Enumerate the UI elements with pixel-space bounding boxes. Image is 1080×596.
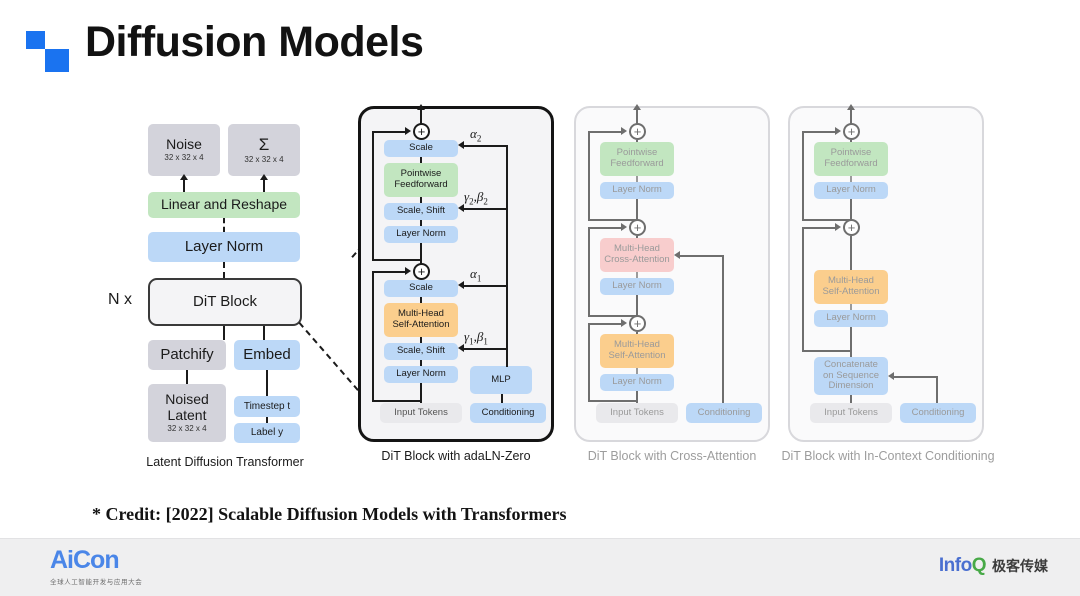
dit-adaln-outer-box	[358, 106, 554, 442]
node-scale-2: Scale	[384, 140, 458, 157]
infoq-logo-text: InfoQ	[938, 555, 987, 576]
aicon-logo: AiCon 全球人工智能开发与应用大会	[50, 546, 143, 587]
node-noise: Noise 32 x 32 x 4	[148, 124, 220, 176]
node-timestep: Timestep t	[234, 396, 300, 417]
diffusion-architecture-figure: Noise 32 x 32 x 4 Σ 32 x 32 x 4 Linear a…	[0, 92, 1080, 482]
panel-dit-block-adaln-zero: + Scale Pointwise Feedforward Scale, Shi…	[358, 92, 558, 482]
residual-add-mid: +	[629, 219, 646, 236]
node-label-y: Label y	[234, 423, 300, 443]
page-title: Diffusion Models	[85, 18, 424, 66]
residual-add-bottom: +	[629, 315, 646, 332]
annotation-gamma2-beta2: γ2,β2	[464, 189, 488, 207]
node-pointwise-feedforward: Pointwise Feedforward	[814, 142, 888, 176]
aicon-logo-subtitle: 全球人工智能开发与应用大会	[50, 579, 143, 586]
node-layer-norm-1: Layer Norm	[384, 366, 458, 383]
expand-connector-bottom	[298, 322, 366, 412]
node-concatenate-on-sequence-dimension: Concatenate on Sequence Dimension	[814, 357, 888, 395]
node-layer-norm-1: Layer Norm	[814, 310, 888, 327]
two-squares-icon	[26, 31, 72, 73]
title-bar: Diffusion Models	[0, 0, 1080, 92]
node-layer-norm-1: Layer Norm	[600, 374, 674, 391]
infoq-logo: InfoQ 极客传媒	[939, 556, 1048, 575]
node-multi-head-self-attention: Multi-Head Self-Attention	[384, 303, 458, 337]
node-conditioning: Conditioning	[686, 403, 762, 423]
residual-add-top: +	[843, 123, 860, 140]
panel-dit-block-in-context-conditioning: + Pointwise Feedforward Layer Norm + Mul…	[781, 92, 995, 482]
node-noise-sub: 32 x 32 x 4	[164, 153, 204, 163]
node-layer-norm-2: Layer Norm	[814, 182, 888, 199]
footer-bar: AiCon 全球人工智能开发与应用大会 InfoQ 极客传媒	[0, 538, 1080, 596]
node-pointwise-feedforward: Pointwise Feedforward	[600, 142, 674, 176]
node-layer-norm-3: Layer Norm	[600, 182, 674, 199]
caption-dit-block-in-context-conditioning: DiT Block with In-Context Conditioning	[781, 449, 995, 463]
caption-latent-diffusion-transformer: Latent Diffusion Transformer	[146, 455, 304, 469]
node-noised-latent-sub: 32 x 32 x 4	[167, 424, 207, 434]
node-conditioning: Conditioning	[900, 403, 976, 423]
node-dit-block: DiT Block	[148, 278, 302, 326]
node-input-tokens: Input Tokens	[596, 403, 678, 423]
node-pointwise-feedforward: Pointwise Feedforward	[384, 163, 458, 197]
node-layer-norm-2: Layer Norm	[600, 278, 674, 295]
node-linear-and-reshape: Linear and Reshape	[148, 192, 300, 218]
residual-add-mid: +	[843, 219, 860, 236]
node-input-tokens: Input Tokens	[810, 403, 892, 423]
node-scale-shift-1: Scale, Shift	[384, 343, 458, 360]
expand-connector-top	[300, 187, 414, 282]
residual-add-top: +	[629, 123, 646, 140]
panel-latent-diffusion-transformer: Noise 32 x 32 x 4 Σ 32 x 32 x 4 Linear a…	[100, 92, 350, 482]
node-noised-latent-label: Noised Latent	[165, 390, 209, 423]
residual-add-mid: +	[413, 263, 430, 280]
caption-dit-block-adaln-zero: DiT Block with adaLN-Zero	[381, 449, 531, 463]
credit-line: * Credit: [2022] Scalable Diffusion Mode…	[92, 504, 567, 524]
annotation-alpha-2: α2	[470, 126, 482, 144]
node-scale-shift-2: Scale, Shift	[384, 203, 458, 220]
node-patchify: Patchify	[148, 340, 226, 370]
aicon-logo-text: AiCon	[50, 546, 120, 574]
infoq-logo-cn: 极客传媒	[992, 558, 1048, 574]
node-multi-head-self-attention: Multi-Head Self-Attention	[814, 270, 888, 304]
annotation-alpha-1: α1	[470, 266, 482, 284]
node-noise-label: Noise	[166, 135, 202, 152]
panel-dit-block-cross-attention: + Pointwise Feedforward Layer Norm + Mul…	[574, 92, 774, 482]
caption-dit-block-cross-attention: DiT Block with Cross-Attention	[587, 449, 757, 463]
node-layer-norm-2: Layer Norm	[384, 226, 458, 243]
node-multi-head-self-attention: Multi-Head Self-Attention	[600, 334, 674, 368]
node-conditioning: Conditioning	[470, 403, 546, 423]
node-layer-norm: Layer Norm	[148, 232, 300, 262]
node-embed: Embed	[234, 340, 300, 370]
node-scale-1: Scale	[384, 280, 458, 297]
node-sigma-label: Σ	[258, 135, 270, 154]
node-mlp: MLP	[470, 366, 532, 394]
node-sigma-sub: 32 x 32 x 4	[244, 155, 284, 165]
node-input-tokens: Input Tokens	[380, 403, 462, 423]
node-noised-latent: Noised Latent 32 x 32 x 4	[148, 384, 226, 442]
nx-repeat-label: N x	[108, 291, 132, 308]
node-multi-head-cross-attention: Multi-Head Cross-Attention	[600, 238, 674, 272]
node-sigma: Σ 32 x 32 x 4	[228, 124, 300, 176]
annotation-gamma1-beta1: γ1,β1	[464, 329, 488, 347]
residual-add-top: +	[413, 123, 430, 140]
